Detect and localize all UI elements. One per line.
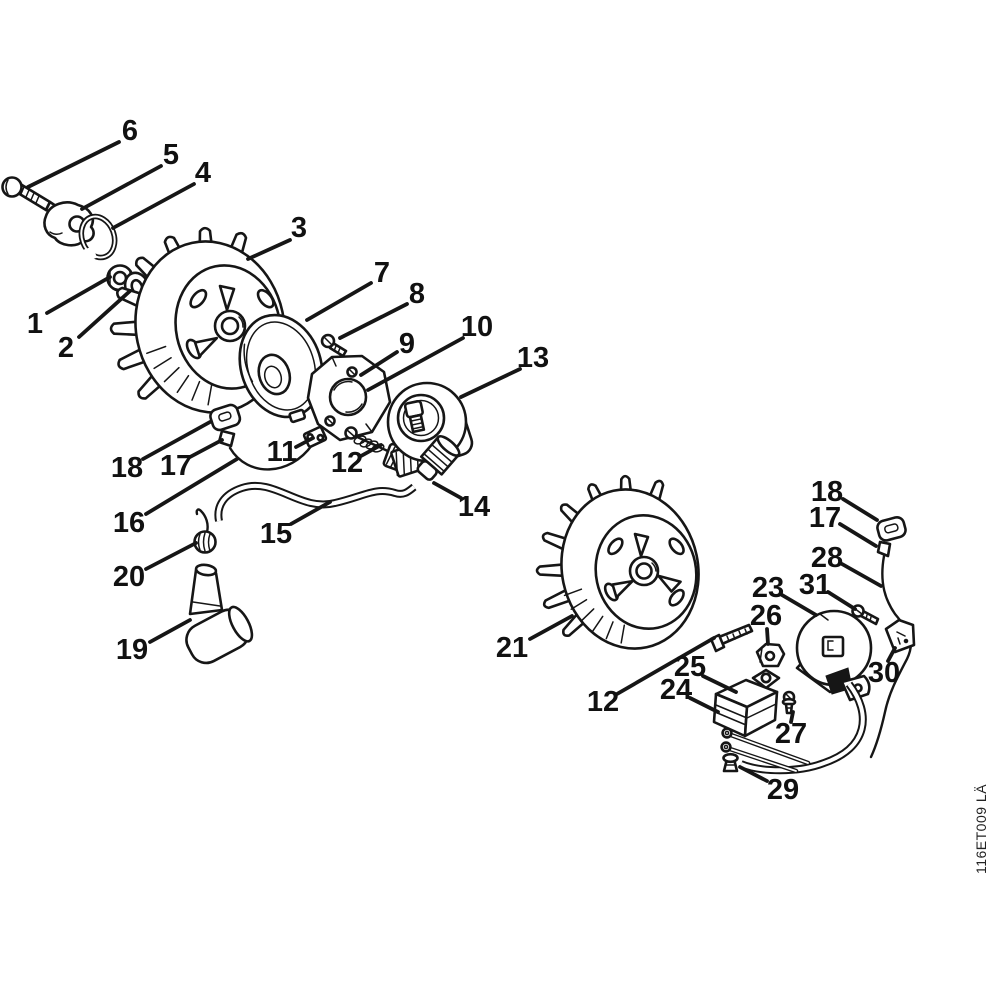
callout-label-12: 12 — [587, 686, 619, 718]
callout-label-24: 24 — [660, 674, 692, 706]
callout-label-8: 8 — [409, 278, 425, 310]
leader-line-17 — [838, 522, 878, 548]
callout-label-25: 25 — [674, 651, 706, 683]
leader-line-17 — [188, 438, 224, 459]
part-bolt-12 — [709, 623, 754, 653]
leader-line-8 — [338, 302, 409, 340]
part-grommet-18b — [876, 515, 907, 542]
part-terminal-17b — [876, 540, 892, 558]
part-clip-30 — [884, 618, 916, 654]
part-flywheel-3 — [109, 226, 286, 414]
leader-line-19 — [148, 618, 192, 644]
callout-label-9: 9 — [399, 328, 415, 360]
callout-label-18: 18 — [111, 452, 143, 484]
callout-label-10: 10 — [461, 311, 493, 343]
callout-label-28: 28 — [811, 542, 843, 574]
part-ignition-base-plate-9 — [306, 354, 392, 442]
callout-label-2: 2 — [58, 332, 74, 364]
callout-label-3: 3 — [291, 212, 307, 244]
callout-label-11: 11 — [267, 436, 298, 468]
leader-line-3 — [246, 238, 292, 261]
leader-line-18 — [141, 420, 212, 461]
leader-line-25 — [701, 674, 738, 694]
part-ground-wires — [720, 727, 811, 774]
callout-label-12: 12 — [331, 447, 363, 479]
callout-label-23: 23 — [752, 572, 784, 604]
leader-line-1 — [45, 275, 112, 315]
callout-label-18: 18 — [811, 476, 843, 508]
leader-line-2 — [77, 289, 132, 339]
callout-label-21: 21 — [496, 632, 528, 664]
callout-label-14: 14 — [458, 491, 490, 523]
leader-line-12 — [615, 636, 716, 696]
leader-line-27 — [789, 710, 795, 724]
leader-line-28 — [840, 562, 883, 588]
leader-line-16 — [144, 457, 239, 516]
part-plug-connector-14 — [416, 434, 461, 481]
leader-line-6 — [26, 140, 121, 189]
callout-label-6: 6 — [122, 115, 138, 147]
callout-label-26: 26 — [750, 600, 782, 632]
leader-line-11 — [294, 436, 315, 449]
callout-label-30: 30 — [868, 657, 900, 689]
leader-line-20 — [144, 541, 198, 571]
callout-label-31: 31 — [799, 569, 831, 601]
leader-line-18 — [841, 497, 879, 522]
part-flywheel-21 — [535, 474, 700, 650]
leader-line-7 — [305, 281, 373, 322]
part-contact-11 — [302, 425, 328, 448]
part-plate-screw-10b — [324, 415, 336, 427]
leader-line-10 — [366, 336, 465, 392]
leader-line-15 — [289, 500, 332, 526]
leader-line-23 — [780, 593, 818, 617]
callout-label-4: 4 — [195, 157, 211, 189]
part-ignition-lead-15 — [214, 482, 417, 522]
leader-line-13 — [459, 367, 522, 399]
part-snap-ring-4 — [78, 213, 118, 262]
leader-line-29 — [738, 765, 769, 783]
leader-line-21 — [528, 614, 574, 641]
leader-line-26 — [765, 627, 770, 646]
drawing-code: 116ET009 LÄ — [973, 784, 989, 874]
callout-label-19: 19 — [116, 634, 148, 666]
part-rotor-cup-7 — [238, 313, 324, 424]
part-short-circuit-wire-28 — [869, 554, 913, 759]
leader-line-14 — [432, 481, 463, 500]
callout-label-1: 1 — [27, 308, 43, 340]
callout-label-29: 29 — [767, 774, 799, 806]
part-clip-29 — [722, 752, 739, 773]
spark-plug-icon — [403, 399, 426, 434]
leader-line-5 — [80, 164, 163, 211]
leader-line-31 — [826, 590, 857, 611]
leader-line-30 — [886, 646, 897, 663]
part-spark-plug-boot-19 — [185, 563, 254, 665]
callout-label-17: 17 — [160, 450, 192, 482]
callout-label-13: 13 — [517, 342, 549, 374]
callout-label-17: 17 — [809, 502, 841, 534]
callout-label-16: 16 — [113, 507, 145, 539]
part-nut-26 — [755, 642, 786, 668]
part-module-24-25 — [712, 668, 781, 738]
leader-line-9 — [359, 350, 399, 377]
part-terminal-17 — [217, 429, 236, 448]
leader-line-12 — [359, 443, 383, 458]
callout-label-7: 7 — [374, 257, 390, 289]
part-spring-20 — [193, 508, 217, 554]
part-screw-27 — [781, 690, 797, 715]
part-ht-lead — [739, 681, 867, 775]
part-ignition-module-23 — [795, 609, 873, 702]
leader-line-4 — [111, 182, 196, 230]
callout-label-27: 27 — [775, 718, 807, 750]
callout-label-20: 20 — [113, 561, 145, 593]
part-plate-screw-10a — [346, 366, 358, 378]
leader-line-24 — [688, 696, 720, 714]
callout-label-15: 15 — [260, 518, 292, 550]
callout-label-5: 5 — [163, 139, 179, 171]
part-short-wire-16 — [228, 443, 314, 471]
